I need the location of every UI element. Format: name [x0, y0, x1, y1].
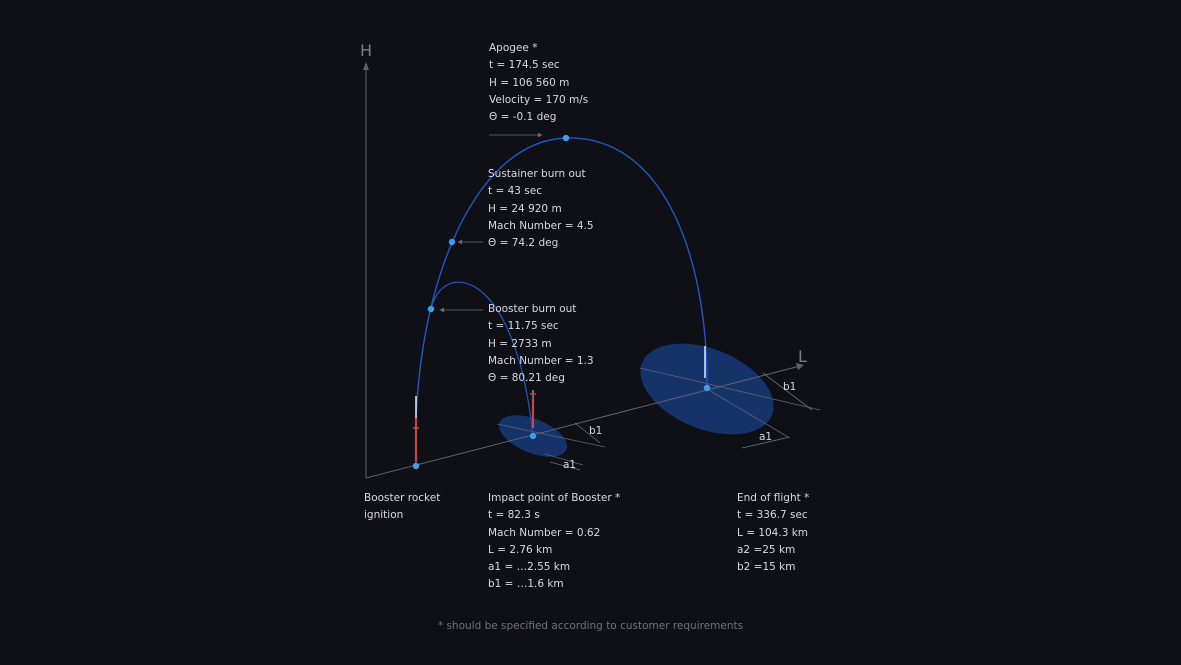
booster-burnout-title: Booster burn out: [488, 303, 577, 315]
end-of-flight-line: t = 336.7 sec: [737, 509, 808, 522]
sustainer-burnout-point: [448, 238, 456, 246]
booster-impact-line: a1 = …2.55 km: [488, 561, 571, 574]
booster-burnout-line: H = 2733 m: [488, 337, 552, 350]
booster-burnout-info: Booster burn out t = 11.75 sec H = 2733 …: [488, 301, 594, 387]
small-b-dim: [574, 422, 601, 444]
end-of-flight-title: End of flight *: [737, 492, 810, 504]
apogee-line: t = 174.5 sec: [489, 59, 560, 72]
sustainer-burnout-info: Sustainer burn out t = 43 sec H = 24 920…: [488, 166, 594, 252]
end-of-flight-line: L = 104.3 km: [737, 526, 809, 539]
falling-booster: [530, 390, 536, 428]
small-ellipse-a-line: [544, 453, 584, 466]
ignition-point: [412, 462, 420, 470]
large-a-label: a1: [759, 431, 772, 443]
large-ellipse-b-line: [639, 367, 821, 411]
booster-burnout-line: Θ = 80.21 deg: [488, 372, 565, 385]
booster-ignition-line: Booster rocket: [364, 492, 441, 504]
sustainer-burnout-line: H = 24 920 m: [488, 202, 562, 215]
small-a-label: a1: [563, 459, 576, 471]
l-axis-label: L: [798, 347, 807, 366]
apogee-title: Apogee *: [489, 42, 538, 54]
large-a-dim: [741, 436, 791, 449]
apogee-line: H = 106 560 m: [489, 76, 570, 89]
booster-ignition-line: ignition: [364, 509, 404, 522]
h-axis-label: H: [360, 41, 373, 60]
booster-ignition-info: Booster rocket ignition: [364, 490, 440, 525]
sustainer-burnout-line: Mach Number = 4.5: [488, 219, 594, 232]
booster-impact-line: L = 2.76 km: [488, 543, 553, 556]
apogee-info: Apogee * t = 174.5 sec H = 106 560 m Vel…: [489, 40, 588, 126]
booster-burnout-point: [427, 305, 435, 313]
l-axis-arrow: [796, 363, 804, 370]
sustainer-burnout-line: t = 43 sec: [488, 185, 542, 198]
h-axis-arrow: [363, 62, 369, 70]
end-of-flight-line: a2 =25 km: [737, 543, 796, 556]
small-a-dim: [549, 461, 581, 471]
small-b-label: b1: [589, 425, 602, 437]
launch-rocket: [413, 396, 419, 462]
l-axis: [365, 365, 801, 479]
booster-burnout-line: t = 11.75 sec: [488, 320, 559, 333]
large-ellipse-a-line: [706, 388, 789, 438]
booster-impact-line: Mach Number = 0.62: [488, 526, 601, 539]
booster-burnout-line: Mach Number = 1.3: [488, 354, 594, 367]
end-of-flight-line: b2 =15 km: [737, 561, 796, 574]
sustainer-burnout-title: Sustainer burn out: [488, 168, 586, 180]
booster-impact-line: t = 82.3 s: [488, 509, 540, 522]
apogee-point: [562, 134, 570, 142]
apogee-line: Θ = -0.1 deg: [489, 111, 557, 124]
end-of-flight-point: [703, 384, 711, 392]
apogee-line: Velocity = 170 m/s: [489, 93, 589, 106]
booster-impact-info: Impact point of Booster * t = 82.3 s Mac…: [488, 490, 620, 594]
large-b-label: b1: [783, 381, 796, 393]
end-of-flight-info: End of flight * t = 336.7 sec L = 104.3 …: [737, 490, 809, 576]
large-b-dim: [762, 372, 813, 411]
footnote: * should be specified according to custo…: [437, 620, 744, 632]
small-ellipse-b-line: [496, 423, 606, 448]
booster-trajectory: [430, 281, 534, 437]
booster-impact-point: [529, 432, 537, 440]
booster-impact-title: Impact point of Booster *: [488, 492, 621, 504]
booster-impact-line: b1 = …1.6 km: [488, 578, 564, 591]
sustainer-burnout-line: Θ = 74.2 deg: [488, 237, 559, 250]
